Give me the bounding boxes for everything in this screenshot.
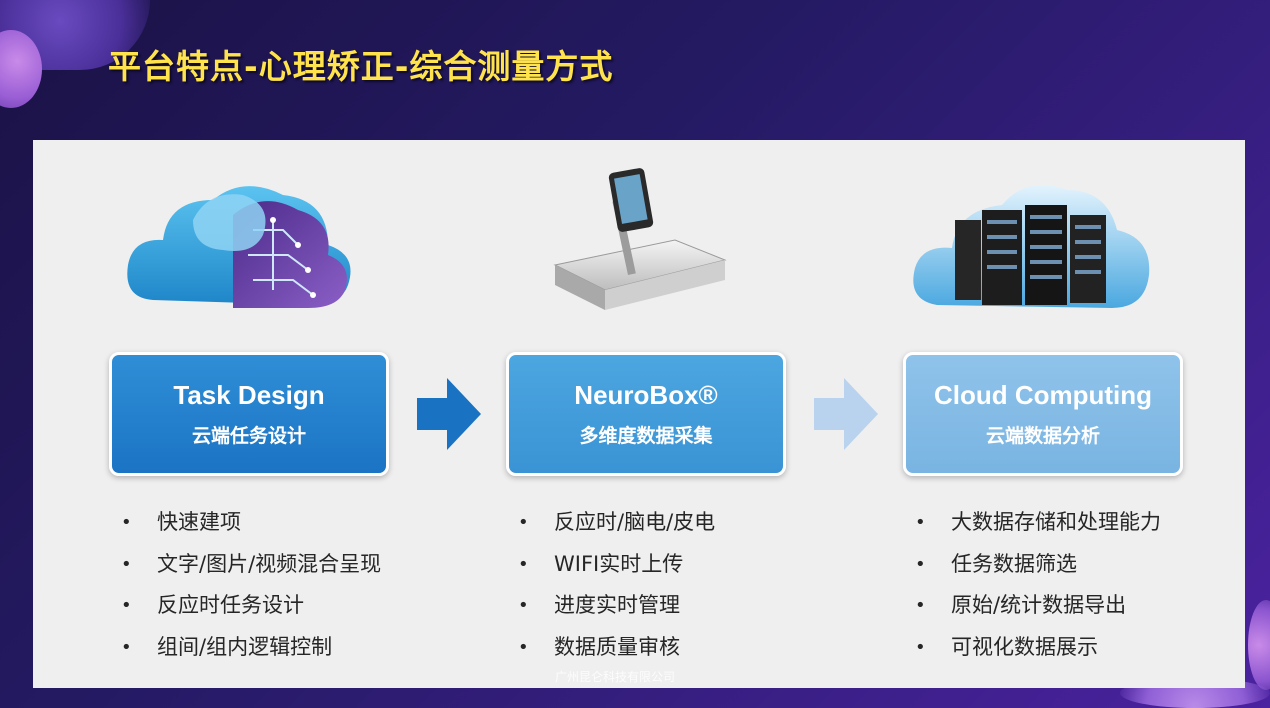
cloud-computing-card: Cloud Computing 云端数据分析 bbox=[903, 352, 1183, 476]
content-panel: Task Design 云端任务设计 快速建项 文字/图片/视频混合呈现 反应时… bbox=[33, 140, 1245, 688]
card-subtitle: 云端任务设计 bbox=[191, 425, 306, 447]
card-title: Task Design bbox=[173, 380, 325, 410]
list-item: WIFI实时上传 bbox=[518, 544, 715, 586]
list-item: 反应时/脑电/皮电 bbox=[518, 502, 715, 544]
cloud-circuit-icon bbox=[127, 186, 351, 308]
company-watermark: 广州昆仑科技有限公司 bbox=[555, 670, 676, 684]
card-title: NeuroBox® bbox=[574, 380, 718, 410]
flow-arrow-icon bbox=[417, 378, 481, 450]
card-title: Cloud Computing bbox=[933, 380, 1153, 410]
card-subtitle: 多维度数据采集 bbox=[579, 425, 713, 447]
list-item: 快速建项 bbox=[121, 502, 381, 544]
neurobox-card: NeuroBox® 多维度数据采集 bbox=[506, 352, 786, 476]
list-item: 反应时任务设计 bbox=[121, 585, 381, 627]
decorative-orb-right bbox=[1248, 600, 1270, 690]
column-task-design: Task Design 云端任务设计 快速建项 文字/图片/视频混合呈现 反应时… bbox=[33, 140, 413, 688]
list-item: 任务数据筛选 bbox=[915, 544, 1161, 586]
cloud-server-icon bbox=[913, 185, 1150, 308]
column-neurobox: NeuroBox® 多维度数据采集 反应时/脑电/皮电 WIFI实时上传 进度实… bbox=[430, 140, 810, 688]
bullet-list: 大数据存储和处理能力 任务数据筛选 原始/统计数据导出 可视化数据展示 bbox=[915, 502, 1161, 668]
list-item: 可视化数据展示 bbox=[915, 627, 1161, 669]
bullet-list: 快速建项 文字/图片/视频混合呈现 反应时任务设计 组间/组内逻辑控制 bbox=[121, 502, 381, 668]
list-item: 大数据存储和处理能力 bbox=[915, 502, 1161, 544]
bullet-list: 反应时/脑电/皮电 WIFI实时上传 进度实时管理 数据质量审核 bbox=[518, 502, 715, 668]
column-cloud-computing: Cloud Computing 云端数据分析 大数据存储和处理能力 任务数据筛选… bbox=[827, 140, 1207, 688]
list-item: 文字/图片/视频混合呈现 bbox=[121, 544, 381, 586]
task-design-card: Task Design 云端任务设计 bbox=[109, 352, 389, 476]
list-item: 进度实时管理 bbox=[518, 585, 715, 627]
neurobox-device-icon bbox=[553, 168, 727, 310]
page-title: 平台特点-心理矫正-综合测量方式 bbox=[108, 47, 614, 86]
flow-arrow-icon bbox=[814, 378, 878, 450]
list-item: 原始/统计数据导出 bbox=[915, 585, 1161, 627]
list-item: 组间/组内逻辑控制 bbox=[121, 627, 381, 669]
card-subtitle: 云端数据分析 bbox=[985, 425, 1100, 447]
list-item: 数据质量审核 bbox=[518, 627, 715, 669]
